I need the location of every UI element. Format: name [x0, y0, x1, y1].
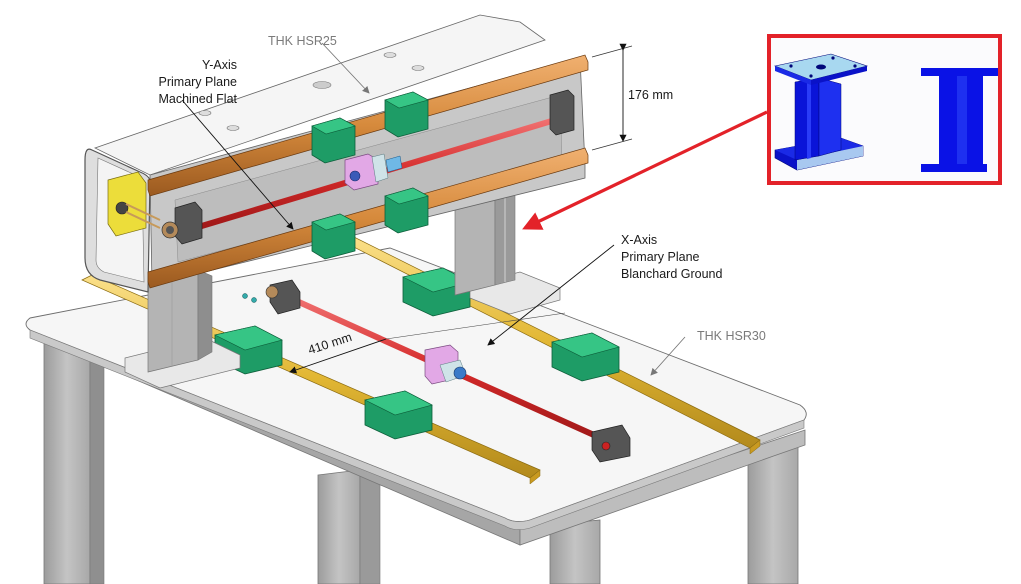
table-leg-back-center-2 — [359, 469, 381, 584]
y-axis-label-line2: Primary Plane — [158, 75, 238, 89]
hsr30-label: THK HSR30 — [697, 329, 766, 343]
pedestal-left — [124, 269, 241, 389]
x-carriage-back-2 — [551, 332, 620, 382]
dimension-176-label: 176 mm — [628, 88, 674, 102]
pedestal-side-view — [921, 68, 999, 172]
x-axis-label-line1: X-Axis — [621, 233, 658, 247]
y-carriage-lower-1 — [311, 213, 356, 260]
y-axis-label-line1: Y-Axis — [202, 58, 237, 72]
pedestal-isometric — [773, 53, 869, 171]
pedestal-detail-drawing — [773, 53, 999, 172]
dimension-176 — [591, 43, 633, 151]
hsr30-leader — [650, 336, 686, 376]
y-rail-upper — [147, 54, 589, 197]
y-carriage-upper-2 — [384, 91, 429, 138]
y-axis-label-line3: Machined Flat — [158, 92, 237, 106]
table-leg-front-left — [43, 329, 91, 584]
y-carriage-lower-2 — [384, 187, 429, 234]
hsr25-leader — [321, 42, 370, 94]
x-screw-small-fittings — [242, 293, 257, 303]
hsr25-label: THK HSR25 — [268, 34, 337, 48]
y-carriage-upper-1 — [311, 117, 356, 164]
y-rail-lower — [147, 147, 589, 289]
beam-top-face — [93, 14, 546, 176]
pedestal-right — [454, 189, 561, 315]
x-screw-end-block-left — [269, 279, 301, 315]
table-leg-inner-left — [89, 329, 105, 584]
x-ballscrew — [265, 279, 631, 463]
x-carriage-front-2 — [364, 390, 433, 440]
x-axis-label-line2: Primary Plane — [621, 250, 700, 264]
pedestal-detail-inset — [767, 34, 1002, 185]
inset-callout-arrow — [522, 110, 768, 230]
x-screw-end-block-right — [591, 424, 631, 463]
y-axis-label: Y-Axis Primary Plane Machined Flat — [95, 57, 237, 108]
x-axis-label-line3: Blanchard Ground — [621, 267, 723, 281]
x-carriage-back-1 — [402, 267, 471, 317]
y-screw-end-block-right — [549, 89, 575, 136]
y-axis-leader — [181, 99, 294, 230]
table-leg-back-center — [317, 469, 361, 584]
y-screw-end-block-left — [174, 201, 203, 245]
dimension-410 — [289, 338, 387, 374]
x-axis-leader — [487, 244, 615, 346]
table-top-edge — [29, 329, 805, 530]
y-ballscrew — [161, 89, 575, 245]
x-axis-label: X-Axis Primary Plane Blanchard Ground — [621, 232, 722, 283]
